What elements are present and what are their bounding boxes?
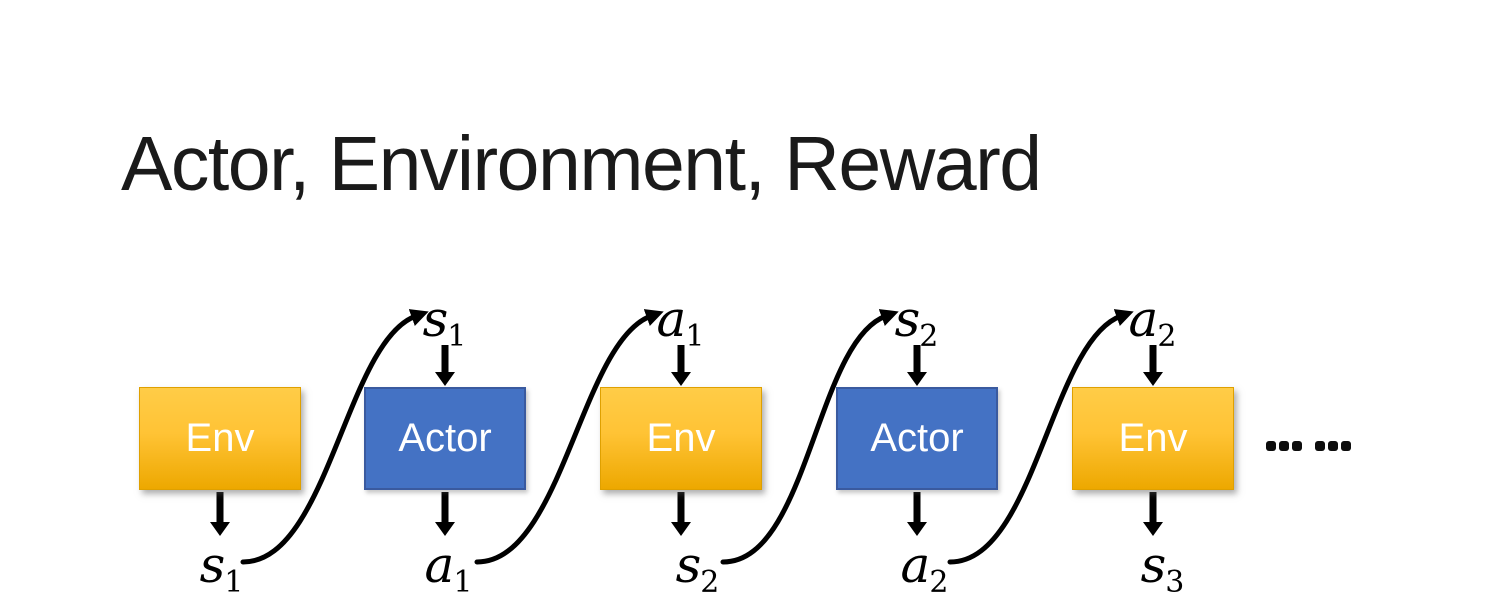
box-label: Env: [646, 416, 716, 460]
ellipsis-dot: [1341, 441, 1351, 451]
down-arrow-out-of-box-5-head: [1143, 522, 1163, 536]
env-box-1: Env: [139, 387, 301, 490]
down-arrow-into-box-3-head: [671, 372, 691, 386]
down-arrow-out-of-box-3-head: [671, 522, 691, 536]
box-label: Actor: [398, 416, 492, 460]
label-symbol: a: [900, 536, 931, 594]
label-subscript: 3: [1165, 565, 1185, 600]
down-arrow-into-box-4-head: [907, 372, 927, 386]
label-subscript: 1: [224, 565, 244, 600]
ellipsis-dot: [1328, 441, 1338, 451]
bottom-label-5: s3: [1141, 540, 1186, 598]
down-arrow-out-of-box-2-head: [435, 522, 455, 536]
top-label-2: a1: [657, 294, 706, 352]
bottom-label-4: a2: [901, 540, 950, 598]
label-symbol: s: [199, 536, 226, 594]
label-subscript: 1: [447, 319, 467, 354]
label-symbol: a: [1128, 290, 1159, 348]
env-box-3: Env: [600, 387, 762, 490]
box-label: Env: [185, 416, 255, 460]
label-symbol: s: [422, 290, 449, 348]
bottom-label-3: s2: [676, 540, 721, 598]
ellipsis-dot: [1315, 441, 1325, 451]
ellipsis-dots: [1266, 441, 1354, 451]
slide-title: Actor, Environment, Reward: [121, 121, 1042, 207]
label-subscript: 2: [1157, 319, 1177, 354]
top-label-1: s1: [423, 294, 468, 352]
down-arrow-into-box-5-head: [1143, 372, 1163, 386]
label-subscript: 1: [685, 319, 705, 354]
ellipsis-dot: [1266, 441, 1276, 451]
env-box-5: Env: [1072, 387, 1234, 490]
top-label-4: a2: [1129, 294, 1178, 352]
actor-box-4: Actor: [836, 387, 998, 490]
ellipsis-dot: [1292, 441, 1302, 451]
down-arrow-out-of-box-4-head: [907, 522, 927, 536]
bottom-label-2: a1: [425, 540, 474, 598]
label-subscript: 1: [453, 565, 473, 600]
box-label: Actor: [870, 416, 964, 460]
label-subscript: 2: [700, 565, 720, 600]
top-label-3: s2: [895, 294, 940, 352]
label-subscript: 2: [919, 319, 939, 354]
label-subscript: 2: [929, 565, 949, 600]
actor-box-2: Actor: [364, 387, 526, 490]
label-symbol: a: [424, 536, 455, 594]
label-symbol: s: [894, 290, 921, 348]
label-symbol: s: [1140, 536, 1167, 594]
down-arrow-out-of-box-1-head: [210, 522, 230, 536]
label-symbol: a: [656, 290, 687, 348]
ellipsis-dot: [1279, 441, 1289, 451]
box-label: Env: [1118, 416, 1188, 460]
label-symbol: s: [675, 536, 702, 594]
down-arrow-into-box-2-head: [435, 372, 455, 386]
bottom-label-1: s1: [200, 540, 245, 598]
